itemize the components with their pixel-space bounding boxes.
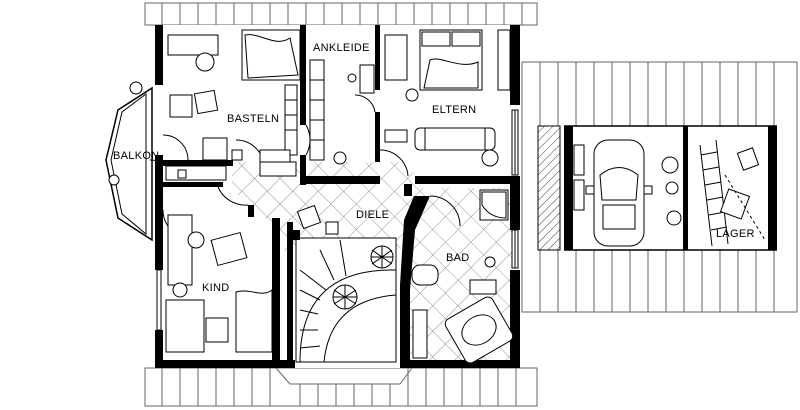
car-icon — [585, 139, 653, 247]
basteln-furniture — [167, 29, 301, 177]
walls — [155, 25, 520, 368]
roof-top — [144, 2, 538, 26]
room-label-ankleide: ANKLEIDE — [313, 42, 370, 54]
ankleide-furniture — [309, 59, 375, 165]
room-label-balkon: BALKON — [113, 150, 159, 162]
roof-bottom — [144, 367, 538, 407]
ladder-icon — [699, 139, 729, 247]
bed-icon — [419, 29, 483, 91]
windows — [156, 109, 519, 331]
kind-furniture — [165, 165, 273, 353]
room-label-kind: KIND — [202, 282, 229, 294]
room-label-bad: BAD — [446, 252, 470, 264]
plant-icon — [332, 245, 394, 310]
bathtub-icon — [444, 296, 514, 364]
garage — [537, 125, 777, 251]
eltern-furniture — [384, 29, 511, 167]
room-label-basteln: BASTELN — [227, 113, 279, 125]
balcony — [105, 81, 153, 242]
chair-icon — [177, 149, 243, 179]
bad-furniture — [411, 189, 509, 359]
room-label-lager: LAGER — [716, 228, 755, 240]
room-label-eltern: ELTERN — [432, 104, 476, 116]
diele-furniture — [259, 161, 339, 235]
room-label-diele: DIELE — [356, 209, 389, 221]
